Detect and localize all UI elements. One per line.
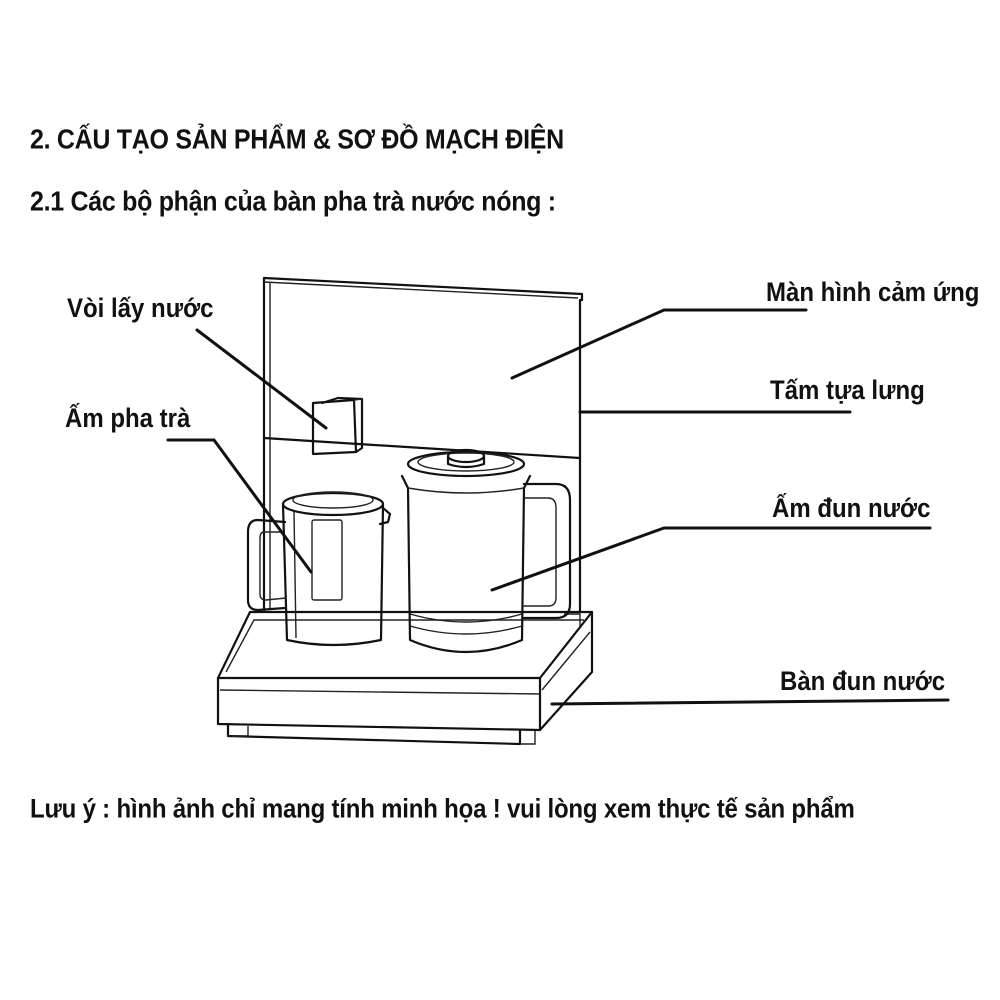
label-heating-base: Bàn đun nước bbox=[780, 667, 946, 697]
label-touch-screen: Màn hình cảm ứng bbox=[766, 278, 980, 308]
water-tap bbox=[311, 396, 364, 456]
label-teapot: Ấm pha trà bbox=[65, 404, 191, 434]
backrest-panel bbox=[262, 276, 584, 614]
label-backrest: Tấm tựa lưng bbox=[770, 376, 925, 406]
kettle-drawing bbox=[400, 448, 572, 654]
leader-screen bbox=[510, 308, 808, 380]
leader-base bbox=[550, 698, 950, 706]
leader-tap bbox=[195, 328, 328, 430]
heating-base bbox=[216, 610, 594, 746]
label-kettle: Ấm đun nước bbox=[772, 494, 931, 524]
leader-teapot bbox=[166, 438, 313, 574]
leader-kettle bbox=[490, 526, 932, 592]
leader-lines bbox=[166, 308, 950, 706]
subsection-title: 2.1 Các bộ phận của bàn pha trà nước nón… bbox=[30, 186, 556, 218]
note-text: Lưu ý : hình ảnh chỉ mang tính minh họa … bbox=[30, 794, 855, 825]
section-title: 2. CẤU TẠO SẢN PHẨM & SƠ ĐỒ MẠCH ĐIỆN bbox=[30, 124, 564, 156]
teapot-drawing bbox=[246, 491, 392, 647]
label-water-tap: Vòi lấy nước bbox=[67, 294, 214, 324]
